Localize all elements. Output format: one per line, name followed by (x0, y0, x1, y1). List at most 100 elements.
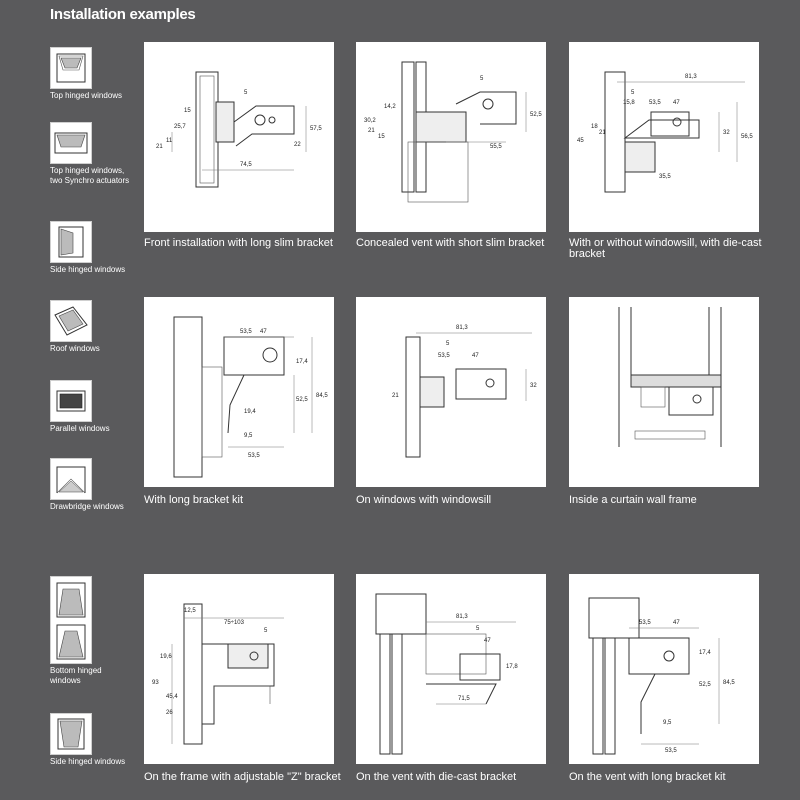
dimension-label: 81,3 (456, 614, 468, 620)
dimension-label: 21 (392, 393, 399, 399)
dimension-label: 53,5 (649, 100, 661, 106)
window-type-label: Side hinged windows (50, 757, 126, 766)
dimension-label: 47 (484, 638, 491, 644)
long-bracket-kit-diagram: 53,5 47 17,4 52,5 84,5 19,4 9,5 53,5 (173, 316, 328, 478)
dimension-label: 21 (156, 144, 163, 150)
dimension-label: 53,5 (665, 748, 677, 754)
dimension-label: 17,8 (506, 664, 518, 670)
window-type-label: Top hinged windows, two Synchro actuator… (50, 166, 130, 185)
dimension-label: 84,5 (723, 680, 735, 686)
example-panel-vent-long-bracket: 53,5 47 17,4 52,5 84,5 9,5 53,5 (569, 574, 759, 764)
example-panel-z-bracket: 12,5 75÷103 5 19,6 93 45,4 26 (144, 574, 334, 764)
side-hinged-window-icon-2 (50, 713, 92, 755)
dimension-label: 52,5 (296, 397, 308, 403)
example-caption: With long bracket kit (144, 494, 244, 506)
dimension-label: 53,5 (639, 620, 651, 626)
dimension-label: 56,5 (741, 134, 753, 140)
dimension-label: 53,5 (438, 353, 450, 359)
dimension-label: 84,5 (316, 393, 328, 399)
example-caption: On the frame with adjustable "Z" bracket (144, 771, 341, 783)
example-caption: On windows with windowsill (356, 494, 492, 506)
top-hinged-synchro-window-icon (50, 122, 92, 164)
roof-window-icon (50, 300, 92, 342)
parallel-window-icon (50, 380, 92, 422)
dimension-label: 32 (723, 130, 730, 136)
dimension-label: 5 (476, 626, 480, 632)
window-type-bottom-hinged: Bottom hinged windows (50, 576, 130, 686)
dimension-label: 52,5 (530, 112, 542, 118)
window-type-roof: Roof windows (50, 300, 130, 354)
window-type-top-hinged-synchro: Top hinged windows, two Synchro actuator… (50, 122, 130, 186)
example-caption: On the vent with die-cast bracket (356, 771, 517, 783)
dimension-label: 12,5 (184, 608, 196, 614)
dimension-label: 5 (631, 90, 635, 96)
dimension-label: 47 (673, 100, 680, 106)
dimension-label: 81,3 (685, 74, 697, 80)
dimension-label: 19,6 (160, 654, 172, 660)
dimension-label: 14,2 (384, 104, 396, 110)
dimension-label: 21 (368, 128, 375, 134)
window-type-side-hinged: Side hinged windows (50, 221, 130, 275)
dimension-label: 5 (480, 76, 484, 82)
dimension-label: 57,5 (310, 126, 322, 132)
dimension-label: 74,5 (240, 162, 252, 168)
dimension-label: 21 (599, 130, 606, 136)
example-panel-curtain-wall (569, 297, 759, 487)
dimension-label: 71,5 (458, 696, 470, 702)
example-panel-windowsill: 81,3 5 53,5 47 32 21 (356, 297, 546, 487)
dimension-label: 11 (166, 138, 173, 144)
window-type-side-hinged-2: Side hinged windows (50, 713, 130, 767)
concealed-vent-diagram: 5 14,2 30,2 21 15 55,5 52,5 (364, 61, 542, 203)
example-panel-vent-die-cast: 81,3 5 47 17,8 71,5 (356, 574, 546, 764)
dimension-label: 45,4 (166, 694, 178, 700)
dimension-label: 45 (577, 138, 584, 144)
window-type-label: Top hinged windows (50, 91, 123, 100)
side-hinged-window-icon (50, 221, 92, 263)
page-title: Installation examples (50, 6, 196, 23)
example-caption: Front installation with long slim bracke… (144, 237, 333, 249)
window-type-top-hinged: Top hinged windows (50, 47, 130, 101)
dimension-label: 53,5 (248, 453, 260, 459)
dimension-label: 47 (260, 329, 267, 335)
dimension-label: 18 (591, 124, 598, 130)
dimension-label: 53,5 (240, 329, 252, 335)
example-caption: On the vent with long bracket kit (569, 771, 726, 783)
example-panel-concealed-vent: 5 14,2 30,2 21 15 55,5 52,5 (356, 42, 546, 232)
vent-long-bracket-diagram: 53,5 47 17,4 52,5 84,5 9,5 53,5 (588, 597, 735, 755)
dimension-label: 17,4 (296, 359, 308, 365)
example-panel-die-cast: 81,3 5 53,5 47 15,8 21 18 45 32 56,5 35,… (569, 42, 759, 232)
dimension-label: 93 (152, 680, 159, 686)
dimension-label: 5 (264, 628, 268, 634)
curtain-wall-diagram (618, 307, 722, 447)
example-caption: Concealed vent with short slim bracket (356, 237, 545, 249)
dimension-label: 55,5 (490, 144, 502, 150)
example-caption: With or without windowsill, with die-cas… (569, 237, 762, 260)
dimension-label: 52,5 (699, 682, 711, 688)
example-panel-front-installation: 5 15 25,7 11 21 74,5 57,5 22 (144, 42, 334, 232)
top-hinged-window-icon (50, 47, 92, 89)
window-type-label: Roof windows (50, 344, 100, 353)
dimension-label: 81,3 (456, 325, 468, 331)
windowsill-diagram: 81,3 5 53,5 47 32 21 (392, 325, 537, 458)
dimension-label: 32 (530, 383, 537, 389)
dimension-label: 9,5 (244, 433, 253, 439)
dimension-label: 19,4 (244, 409, 256, 415)
die-cast-diagram: 81,3 5 53,5 47 15,8 21 18 45 32 56,5 35,… (577, 71, 753, 193)
window-type-parallel: Parallel windows (50, 380, 130, 434)
bottom-hinged-window-icon (50, 576, 92, 664)
z-bracket-diagram: 12,5 75÷103 5 19,6 93 45,4 26 (152, 603, 284, 745)
dimension-label: 15,8 (623, 100, 635, 106)
dimension-label: 5 (446, 341, 450, 347)
dimension-label: 9,5 (663, 720, 672, 726)
dimension-label: 47 (673, 620, 680, 626)
window-type-label: Side hinged windows (50, 265, 126, 274)
example-panel-long-bracket-kit: 53,5 47 17,4 52,5 84,5 19,4 9,5 53,5 (144, 297, 334, 487)
dimension-label: 26 (166, 710, 173, 716)
dimension-label: 47 (472, 353, 479, 359)
front-installation-diagram: 5 15 25,7 11 21 74,5 57,5 22 (156, 71, 322, 188)
dimension-label: 75÷103 (224, 620, 245, 626)
dimension-label: 35,5 (659, 174, 671, 180)
dimension-label: 17,4 (699, 650, 711, 656)
drawbridge-window-icon (50, 458, 92, 500)
window-type-label: Bottom hinged windows (50, 666, 102, 685)
